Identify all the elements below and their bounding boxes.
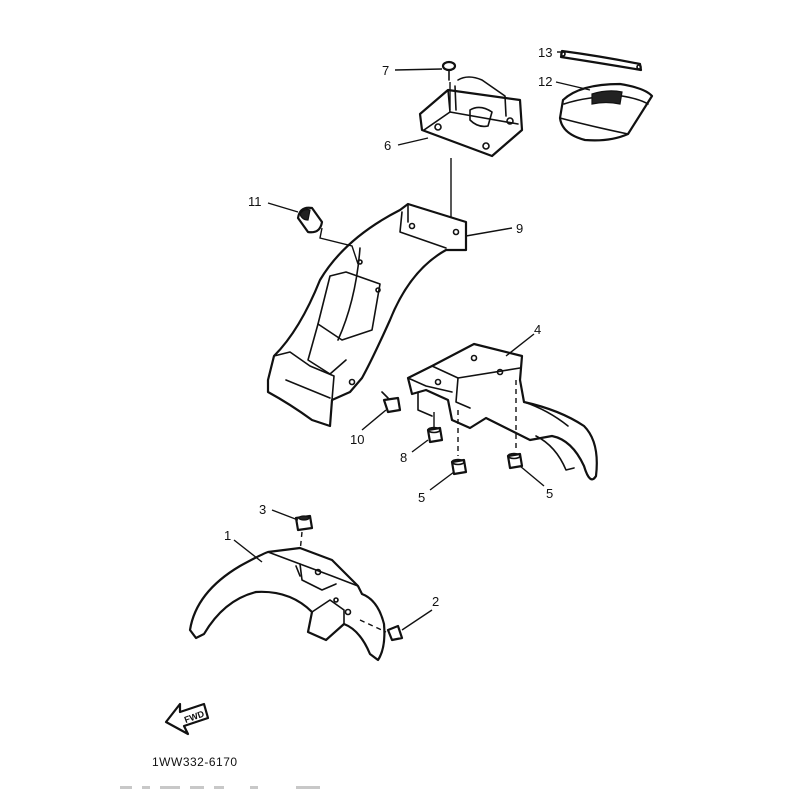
leader-3 [271,509,299,521]
leader-1 [233,539,263,563]
fwd-arrow-icon: FWD [164,702,210,736]
part-13-strap [559,49,643,72]
part-4-fender-bracket [406,342,598,481]
part-8-grommet [426,426,444,444]
callout-2: 2 [432,594,439,609]
callout-7: 7 [382,63,389,78]
leader-5a [429,471,455,491]
leader-4 [505,333,535,357]
leader-6 [397,137,429,146]
part-6-battery-tray [418,76,524,158]
callout-11: 11 [248,194,262,209]
leader-7 [394,68,443,71]
callout-3: 3 [259,502,266,517]
part-10-bolt [381,391,402,414]
leader-9 [465,227,513,237]
callout-12: 12 [538,74,552,89]
callout-1: 1 [224,528,231,543]
callout-6: 6 [384,138,391,153]
callout-5-right: 5 [546,486,553,501]
callout-5-left: 5 [418,490,425,505]
leader-5b [519,465,545,487]
part-12-tool-bag [558,82,654,142]
leader-12 [555,81,591,91]
callout-4: 4 [534,322,541,337]
part-7-screw [441,60,457,81]
leader-8 [411,439,429,453]
leader-11 [267,202,299,213]
part-2-bolt [359,619,404,642]
part-5-bolt-left [450,458,468,476]
scan-artifact [120,786,320,789]
callout-13: 13 [538,45,552,60]
drawing-code: 1WW332-6170 [152,755,238,769]
part-5-bolt-right [506,452,524,470]
leader-11-to-fender [319,227,359,265]
callout-9: 9 [516,221,523,236]
leader-10 [361,409,387,431]
part-3-bolt [294,514,314,553]
leader-2 [401,609,433,631]
callout-10: 10 [350,432,364,447]
part-1-front-fender [188,546,386,662]
part-11-cushion [296,206,324,234]
callout-8: 8 [400,450,407,465]
